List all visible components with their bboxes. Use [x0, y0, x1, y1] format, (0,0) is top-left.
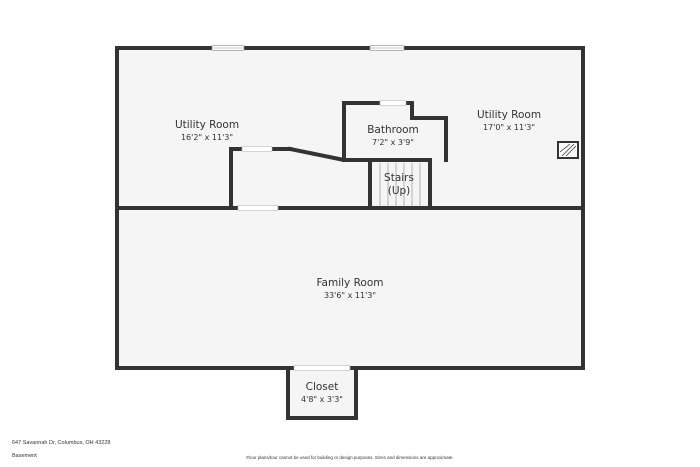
closet-floor-area	[288, 368, 356, 418]
appliance-icon	[557, 141, 579, 159]
family-room-dims: 33'6" x 11'3"	[324, 291, 376, 300]
utility-room-left-name: Utility Room	[175, 119, 239, 131]
bathroom-dims: 7'2" x 3'9"	[372, 138, 414, 147]
utility-room-right-dims: 17'0" x 11'3"	[483, 123, 535, 132]
doorway-bathroom	[379, 100, 407, 106]
bathroom-floor-area	[344, 103, 446, 160]
disclaimer: Floor plans/tour cannot be used for buil…	[246, 455, 454, 460]
family-room-name: Family Room	[316, 277, 383, 289]
doorway-hallway-top	[241, 146, 273, 152]
property-address: 647 Savannah Dr, Columbus, OH 43228	[12, 440, 111, 446]
floor-level: Basement	[12, 453, 37, 459]
stair-treads	[379, 163, 421, 206]
bathroom-name: Bathroom	[367, 124, 419, 136]
doorways	[237, 100, 407, 371]
closet-dims: 4'8" x 3'3"	[301, 395, 343, 404]
stairs-name: Stairs	[384, 172, 414, 184]
windows	[211, 45, 405, 51]
doorway-hallway-bottom	[237, 205, 279, 211]
stairs-direction: (Up)	[388, 185, 411, 197]
interior-walls	[115, 101, 585, 210]
closet-name: Closet	[306, 381, 339, 393]
closet-walls	[286, 366, 358, 420]
utility-room-right-name: Utility Room	[477, 109, 541, 121]
doorway-closet	[293, 365, 351, 371]
utility-room-left-dims: 16'2" x 11'3"	[181, 133, 233, 142]
